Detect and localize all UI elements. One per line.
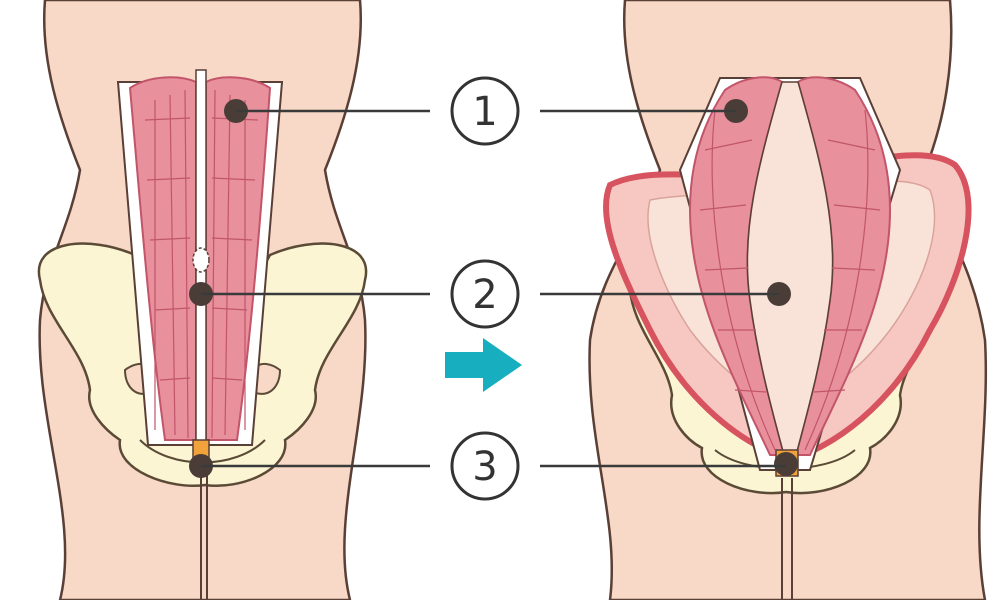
callout-1-label: 1 — [472, 89, 497, 135]
arrow-right-icon — [445, 338, 522, 392]
callout-3: 3 — [450, 431, 520, 501]
right-marker-3 — [774, 452, 798, 476]
left-rectus-right — [205, 76, 272, 441]
left-navel — [192, 247, 210, 273]
callout-2: 2 — [450, 259, 520, 329]
callout-3-label: 3 — [472, 444, 497, 490]
right-figure — [588, 0, 988, 600]
left-rectus-left — [128, 76, 197, 441]
callout-2-label: 2 — [472, 272, 497, 318]
callout-1: 1 — [450, 76, 520, 146]
left-striations — [144, 89, 259, 439]
leader-lines — [201, 109, 786, 468]
right-striations — [699, 109, 881, 451]
left-figure — [37, 0, 368, 600]
